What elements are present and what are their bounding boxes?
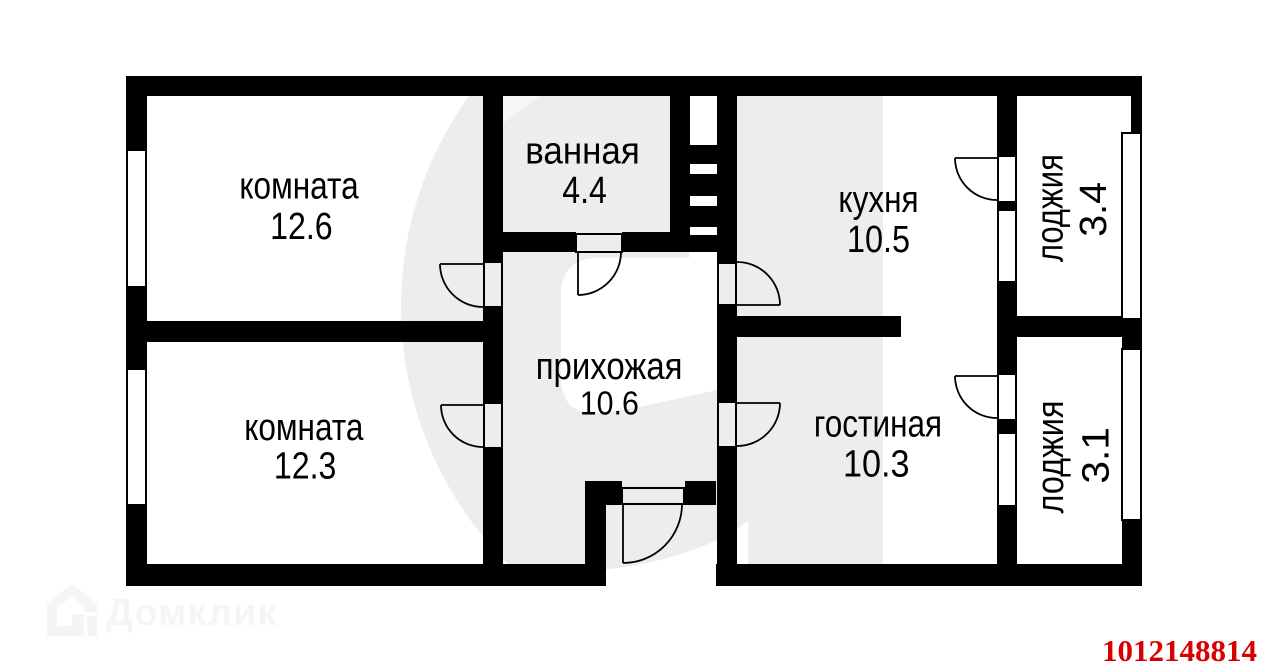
svg-text:10.3: 10.3 <box>843 442 910 485</box>
svg-text:10.6: 10.6 <box>580 384 639 421</box>
svg-text:лоджия: лоджия <box>1030 154 1072 262</box>
svg-text:10.5: 10.5 <box>847 219 910 261</box>
svg-text:3.4: 3.4 <box>1072 182 1114 237</box>
svg-text:кухня: кухня <box>838 178 918 220</box>
svg-text:комната: комната <box>239 165 359 207</box>
svg-text:12.3: 12.3 <box>274 445 337 487</box>
svg-text:прихожая: прихожая <box>536 345 683 388</box>
svg-text:12.6: 12.6 <box>270 206 333 248</box>
svg-text:4.4: 4.4 <box>562 169 607 211</box>
svg-text:ванная: ванная <box>525 129 639 172</box>
svg-text:лоджия: лоджия <box>1030 401 1072 514</box>
svg-text:Домклик: Домклик <box>106 592 277 634</box>
svg-text:3.1: 3.1 <box>1075 427 1117 484</box>
svg-text:комната: комната <box>244 406 364 448</box>
svg-text:1012148814: 1012148814 <box>1102 633 1257 668</box>
svg-text:гостиная: гостиная <box>814 403 942 445</box>
